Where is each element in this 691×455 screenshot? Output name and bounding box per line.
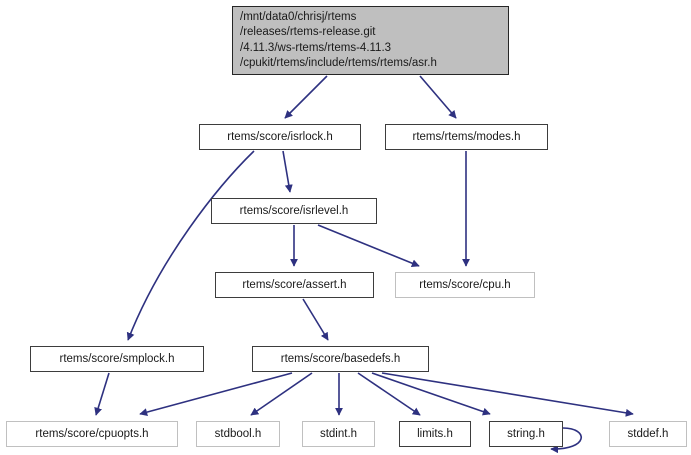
node-assert-label: rtems/score/assert.h <box>242 279 347 291</box>
node-modes-label: rtems/rtems/modes.h <box>412 131 521 143</box>
edge-basedefs-to-limits <box>357 372 421 416</box>
node-isrlock[interactable]: rtems/score/isrlock.h <box>199 124 361 150</box>
edge-root-to-modes <box>419 75 457 119</box>
edge-basedefs-to-stdbool <box>250 372 313 416</box>
node-cpu-label: rtems/score/cpu.h <box>419 279 511 291</box>
node-cpu[interactable]: rtems/score/cpu.h <box>395 272 535 298</box>
node-basedefs[interactable]: rtems/score/basedefs.h <box>252 346 429 372</box>
node-root[interactable]: /mnt/data0/chrisj/rtems /releases/rtems-… <box>232 6 509 75</box>
node-modes[interactable]: rtems/rtems/modes.h <box>385 124 548 150</box>
edge-isrlevel-to-cpu <box>317 224 420 267</box>
node-isrlevel[interactable]: rtems/score/isrlevel.h <box>211 198 377 224</box>
node-string[interactable]: string.h <box>489 421 563 447</box>
node-root-label: /mnt/data0/chrisj/rtems /releases/rtems-… <box>240 10 437 70</box>
node-stddef[interactable]: stddef.h <box>609 421 687 447</box>
edge-basedefs-to-cpuopts <box>139 372 293 416</box>
node-limits-label: limits.h <box>417 428 453 440</box>
node-stdbool[interactable]: stdbool.h <box>196 421 280 447</box>
node-limits[interactable]: limits.h <box>399 421 471 447</box>
node-stdint[interactable]: stdint.h <box>302 421 375 447</box>
node-cpuopts-label: rtems/score/cpuopts.h <box>35 428 149 440</box>
node-assert[interactable]: rtems/score/assert.h <box>215 272 374 298</box>
node-isrlevel-label: rtems/score/isrlevel.h <box>239 205 349 217</box>
node-stdint-label: stdint.h <box>319 428 358 440</box>
node-basedefs-label: rtems/score/basedefs.h <box>280 353 401 365</box>
node-stdbool-label: stdbool.h <box>214 428 262 440</box>
node-smplock-label: rtems/score/smplock.h <box>59 353 175 365</box>
edge-smplock-to-cpuopts <box>94 372 110 416</box>
edge-basedefs-to-stddef <box>381 372 634 417</box>
edge-isrlock-to-isrlevel <box>282 150 293 193</box>
edge-assert-to-basedefs <box>302 298 329 341</box>
node-cpuopts[interactable]: rtems/score/cpuopts.h <box>6 421 178 447</box>
node-isrlock-label: rtems/score/isrlock.h <box>227 131 333 143</box>
node-string-label: string.h <box>507 428 545 440</box>
edge-root-to-isrlock <box>284 75 328 119</box>
edge-basedefs-to-string <box>371 372 491 416</box>
edge-isrlock-to-smplock <box>126 150 255 341</box>
node-smplock[interactable]: rtems/score/smplock.h <box>30 346 204 372</box>
node-stddef-label: stddef.h <box>627 428 669 440</box>
